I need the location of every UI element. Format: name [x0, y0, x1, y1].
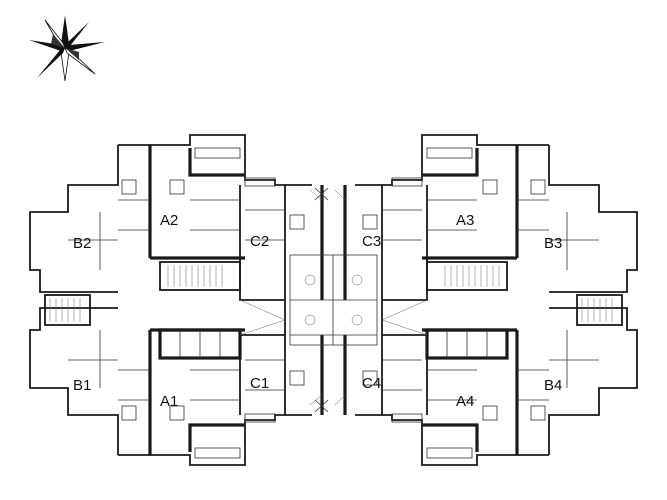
- unit-label-c1: C1: [250, 375, 269, 392]
- compass-rose-icon: [29, 15, 105, 82]
- unit-label-a4: A4: [456, 393, 474, 410]
- unit-label-c2: C2: [250, 233, 269, 250]
- unit-labels: A2 C2 C3 A3 B2 B3 B1 B4 A1 C1 C4 A4: [73, 212, 562, 410]
- unit-label-b1: B1: [73, 377, 91, 394]
- unit-label-c4: C4: [362, 375, 381, 392]
- building-outline: [29, 134, 638, 466]
- unit-label-b2: B2: [73, 235, 91, 252]
- unit-label-b4: B4: [544, 377, 562, 394]
- unit-label-a2: A2: [160, 212, 178, 229]
- unit-label-b3: B3: [544, 235, 562, 252]
- unit-label-a1: A1: [160, 393, 178, 410]
- unit-label-a3: A3: [456, 212, 474, 229]
- unit-label-c3: C3: [362, 233, 381, 250]
